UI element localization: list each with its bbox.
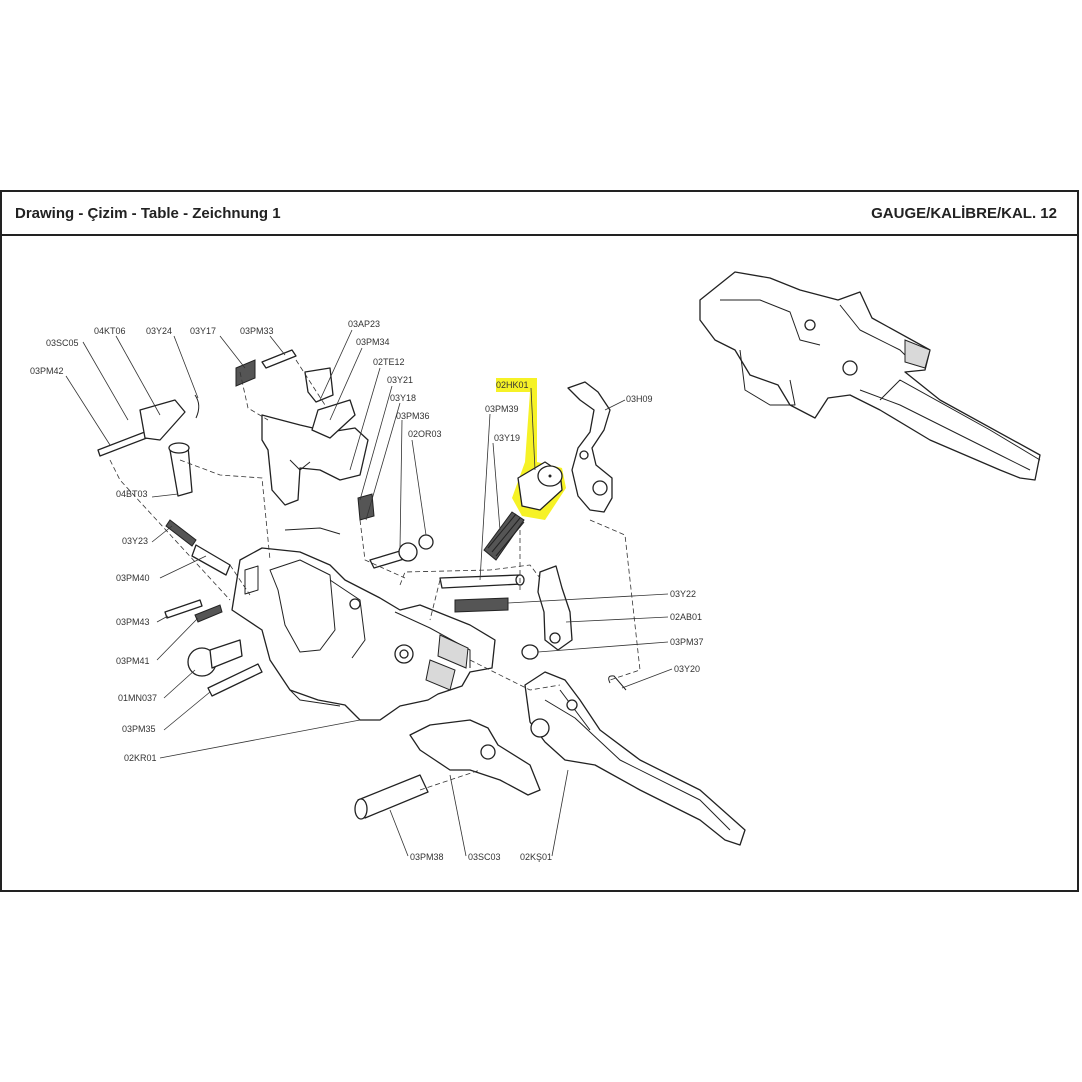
label-03PM42: 03PM42 bbox=[30, 366, 64, 376]
frame-02KS01 bbox=[524, 671, 746, 846]
label-03H09: 03H09 bbox=[626, 394, 653, 404]
label-02TE12: 02TE12 bbox=[373, 357, 405, 367]
label-02KR01: 02KR01 bbox=[124, 753, 157, 763]
hammer-03H09 bbox=[567, 381, 613, 513]
label-03Y21: 03Y21 bbox=[387, 375, 413, 385]
label-03PM34: 03PM34 bbox=[356, 337, 390, 347]
label-03PM35: 03PM35 bbox=[122, 724, 156, 734]
gauge-label: GAUGE/KALİBRE/KAL. 12 bbox=[871, 205, 1057, 222]
clip-03Y20 bbox=[608, 675, 627, 691]
label-03PM33: 03PM33 bbox=[240, 326, 274, 336]
assembled-trigger-group bbox=[699, 271, 1041, 481]
label-03PM43: 03PM43 bbox=[116, 617, 150, 627]
drawing-sheet: Drawing - Çizim - Table - Zeichnung 1 GA… bbox=[0, 190, 1079, 892]
label-03SC03: 03SC03 bbox=[468, 852, 501, 862]
label-02OR03: 02OR03 bbox=[408, 429, 442, 439]
label-04KT06: 04KT06 bbox=[94, 326, 126, 336]
label-03Y19: 03Y19 bbox=[494, 433, 520, 443]
pin-03PM37 bbox=[521, 644, 539, 660]
label-03PM38: 03PM38 bbox=[410, 852, 444, 862]
label-04BT03: 04BT03 bbox=[116, 489, 148, 499]
drawing-header: Drawing - Çizim - Table - Zeichnung 1 GA… bbox=[2, 192, 1077, 236]
assembly-dash-lines bbox=[109, 359, 641, 791]
trigger-housing-02KR01 bbox=[231, 547, 496, 721]
label-03PM37: 03PM37 bbox=[670, 637, 704, 647]
label-03Y17: 03Y17 bbox=[190, 326, 216, 336]
pin-03PM38 bbox=[354, 774, 429, 820]
sear-02AB01 bbox=[537, 565, 573, 651]
label-03PM36: 03PM36 bbox=[396, 411, 430, 421]
pin-03PM39 bbox=[439, 574, 525, 589]
label-03Y24: 03Y24 bbox=[146, 326, 172, 336]
left-small-parts bbox=[97, 349, 434, 697]
hammer-block-03AP23 bbox=[261, 367, 369, 506]
label-03SC05: 03SC05 bbox=[46, 338, 79, 348]
part-02HK01 bbox=[517, 461, 563, 511]
label-03Y18: 03Y18 bbox=[390, 393, 416, 403]
spring-03Y22 bbox=[454, 597, 509, 613]
part-labels: 03SC05 04KT06 03Y24 03Y17 03PM33 03AP23 … bbox=[30, 319, 704, 862]
label-02KS01: 02KŞ01 bbox=[520, 852, 552, 862]
label-03AP23: 03AP23 bbox=[348, 319, 380, 329]
label-03PM41: 03PM41 bbox=[116, 656, 150, 666]
label-01MN037: 01MN037 bbox=[118, 693, 157, 703]
plate-03SC03 bbox=[409, 719, 541, 796]
drawing-title: Drawing - Çizim - Table - Zeichnung 1 bbox=[15, 205, 281, 222]
label-02HK01: 02HK01 bbox=[496, 380, 529, 390]
label-03PM40: 03PM40 bbox=[116, 573, 150, 583]
label-02AB01: 02AB01 bbox=[670, 612, 702, 622]
label-03PM39: 03PM39 bbox=[485, 404, 519, 414]
leader-lines bbox=[65, 329, 673, 857]
label-03Y20: 03Y20 bbox=[674, 664, 700, 674]
label-03Y22: 03Y22 bbox=[670, 589, 696, 599]
spring-03Y19 bbox=[483, 511, 525, 561]
label-03Y23: 03Y23 bbox=[122, 536, 148, 546]
